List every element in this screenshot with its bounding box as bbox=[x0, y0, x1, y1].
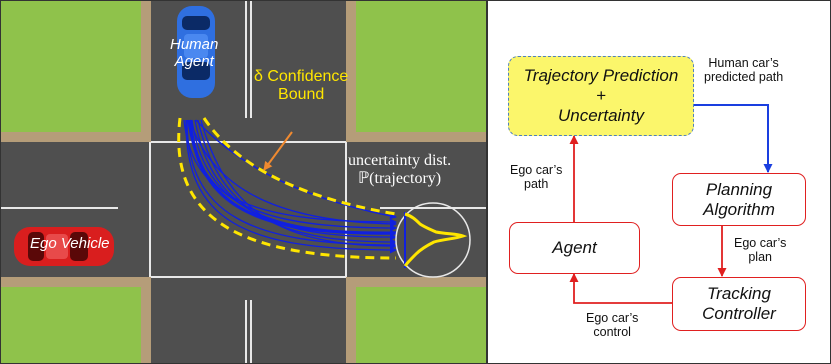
mean-trajectory bbox=[188, 119, 397, 237]
human-agent-car bbox=[177, 6, 215, 98]
agent-box: Agent bbox=[509, 222, 640, 274]
lane-markings bbox=[0, 0, 487, 364]
edge-ego-control bbox=[569, 273, 672, 304]
trajectory-prediction-box: Trajectory Prediction + Uncertainty bbox=[508, 56, 694, 136]
predicted-trajectories bbox=[183, 119, 397, 254]
bound-pointer bbox=[263, 131, 293, 171]
uncertainty-label: uncertainty dist.ℙ(trajectory) bbox=[348, 152, 452, 188]
ego-vehicle-label: Ego Vehicle bbox=[30, 235, 110, 252]
edge-predicted-path bbox=[693, 104, 773, 173]
grass-blocks bbox=[0, 0, 487, 364]
intersection-scene bbox=[0, 0, 487, 364]
uncertainty-circle bbox=[395, 202, 471, 278]
ego-vehicle-car bbox=[14, 227, 114, 266]
distribution-curve bbox=[403, 212, 468, 267]
confidence-bound bbox=[177, 117, 397, 260]
